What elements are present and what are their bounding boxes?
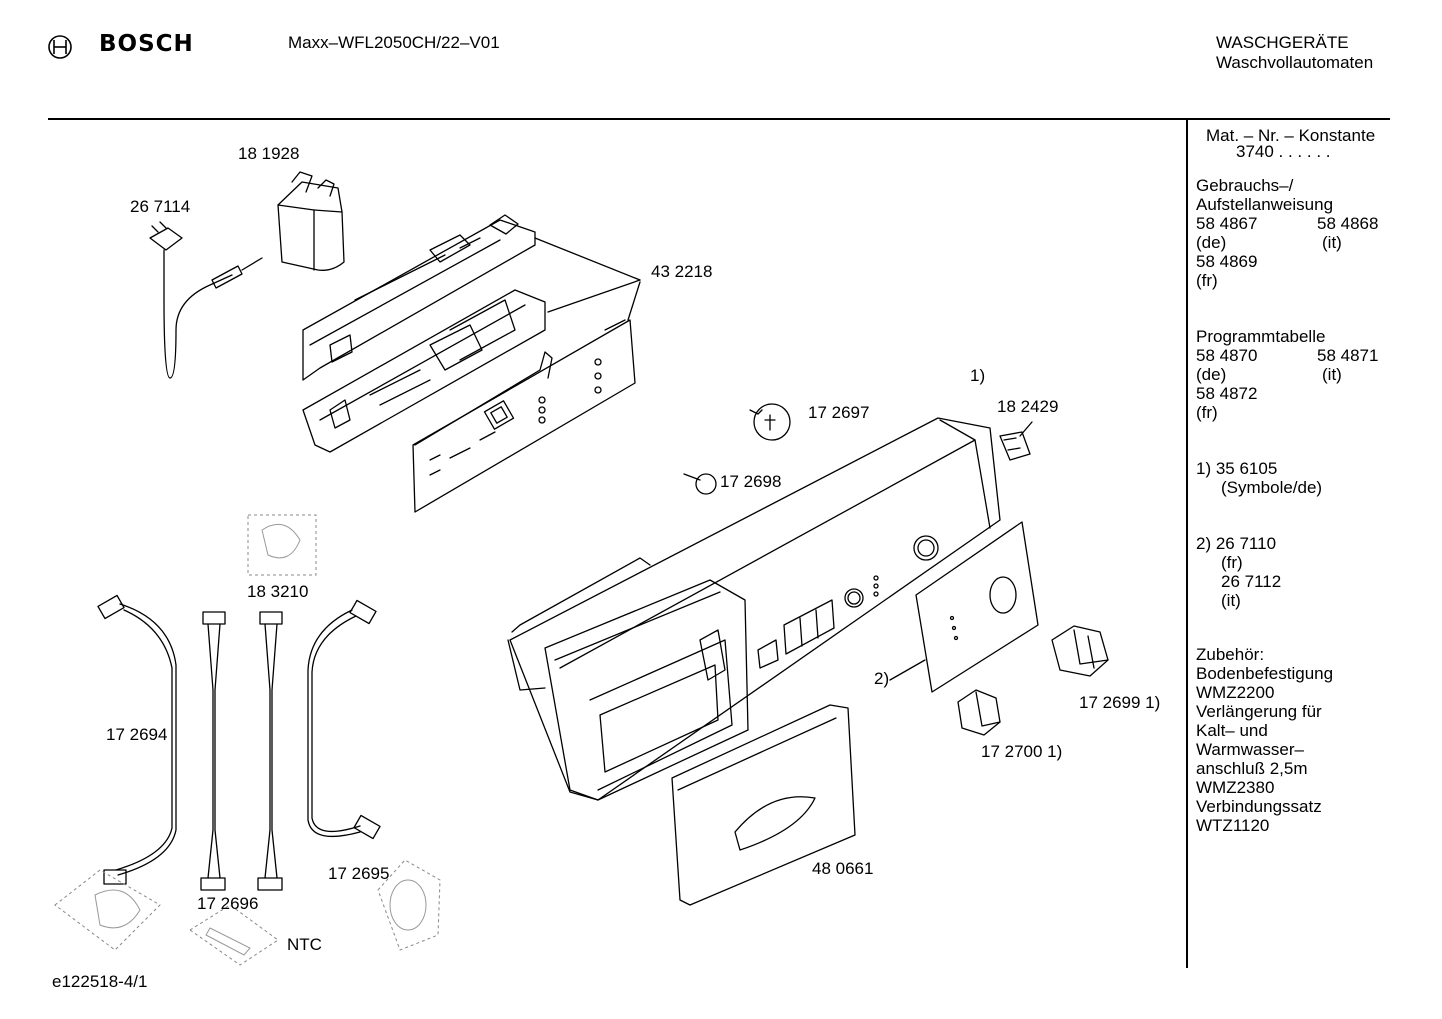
part-label-172695: 17 2695 bbox=[328, 864, 390, 883]
manual-title-1: Gebrauchs–/ bbox=[1196, 176, 1294, 195]
header-divider bbox=[48, 118, 1390, 120]
program-num-fr: 58 4872 bbox=[1196, 384, 1258, 403]
note1-text: (Symbole/de) bbox=[1221, 478, 1323, 497]
knob-17-2697-part bbox=[749, 403, 791, 441]
part-label-181928: 18 1928 bbox=[238, 144, 300, 163]
knob-17-2700-part bbox=[957, 689, 1001, 736]
drawing-id: e122518-4/1 bbox=[52, 972, 148, 991]
accessory-line: Verbindungssatz bbox=[1196, 797, 1322, 816]
manual-lang-fr: (fr) bbox=[1196, 271, 1218, 290]
knob-17-2698-part bbox=[683, 473, 717, 495]
part-label-182429: 18 2429 bbox=[997, 397, 1059, 416]
part-label-172697: 17 2697 bbox=[808, 403, 870, 422]
sidebar-divider bbox=[1186, 120, 1188, 968]
note1-number: 1) 35 6105 bbox=[1196, 459, 1278, 478]
control-housing-part bbox=[302, 289, 546, 453]
harness-17-2696-part bbox=[200, 611, 283, 891]
placeholder-box-183210 bbox=[247, 514, 317, 576]
model-number: Maxx–WFL2050CH/22–V01 bbox=[288, 33, 500, 52]
manual-num-de: 58 4867 bbox=[1196, 214, 1258, 233]
knob-17-2699-part bbox=[1051, 625, 1109, 677]
program-lang-fr: (fr) bbox=[1196, 403, 1218, 422]
manual-num-fr: 58 4869 bbox=[1196, 252, 1258, 271]
part-label-172694: 17 2694 bbox=[106, 725, 168, 744]
mat-nr-value: 3740 . . . . . . bbox=[1236, 142, 1331, 161]
manual-title-2: Aufstellanweisung bbox=[1196, 195, 1334, 214]
mains-cable-part bbox=[149, 221, 263, 379]
manual-lang-it: (it) bbox=[1322, 233, 1342, 252]
accessory-line: WMZ2200 bbox=[1196, 683, 1275, 702]
part-label-172699: 17 2699 1) bbox=[1079, 693, 1161, 712]
part-label-172700: 17 2700 1) bbox=[981, 742, 1063, 761]
ref-label-1: 1) bbox=[970, 366, 986, 385]
accessory-line: anschluß 2,5m bbox=[1196, 759, 1308, 778]
ref-label-2: 2) bbox=[874, 669, 890, 688]
part-label-ntc: NTC bbox=[287, 935, 322, 954]
note2-number-it: 26 7112 bbox=[1221, 572, 1282, 591]
manual-num-it: 58 4868 bbox=[1317, 214, 1379, 233]
part-label-480661: 48 0661 bbox=[812, 859, 874, 878]
category-title: WASCHGERÄTE bbox=[1216, 33, 1349, 52]
accessory-line: Bodenbefestigung bbox=[1196, 664, 1334, 683]
program-lang-it: (it) bbox=[1322, 365, 1342, 384]
accessory-line: WTZ1120 bbox=[1196, 816, 1270, 835]
part-label-432218: 43 2218 bbox=[651, 262, 713, 281]
drawer-housing-part bbox=[544, 579, 749, 801]
program-num-it: 58 4871 bbox=[1317, 346, 1379, 365]
part-label-183210: 18 3210 bbox=[247, 582, 309, 601]
clip-part bbox=[999, 421, 1033, 461]
brand-name: BOSCH bbox=[99, 31, 194, 57]
drawer-front-part bbox=[671, 704, 856, 906]
note2-lang-fr: (fr) bbox=[1221, 553, 1243, 572]
part-label-267114: 26 7114 bbox=[130, 197, 191, 216]
part-label-172696: 17 2696 bbox=[197, 894, 259, 913]
electronic-board-part bbox=[412, 319, 636, 513]
program-lang-de: (de) bbox=[1196, 365, 1227, 384]
accessory-line: Kalt– und bbox=[1196, 721, 1268, 740]
accessory-line: WMZ2380 bbox=[1196, 778, 1275, 797]
accessory-line: Warmwasser– bbox=[1196, 740, 1304, 759]
subcategory-title: Waschvollautomaten bbox=[1216, 53, 1374, 72]
manual-lang-de: (de) bbox=[1196, 233, 1227, 252]
symbol-plate-part bbox=[889, 521, 1039, 693]
part-label-172698: 17 2698 bbox=[720, 472, 782, 491]
mat-nr-title: Mat. – Nr. – Konstante bbox=[1206, 126, 1376, 145]
note2-lang-it: (it) bbox=[1221, 591, 1241, 610]
suppressor-part bbox=[277, 171, 345, 271]
control-frame-part bbox=[302, 214, 536, 381]
accessory-line: Zubehör: bbox=[1196, 645, 1265, 664]
program-title: Programmtabelle bbox=[1196, 327, 1326, 346]
program-num-de: 58 4870 bbox=[1196, 346, 1258, 365]
harness-17-2695-part bbox=[307, 599, 381, 840]
accessory-line: Verlängerung für bbox=[1196, 702, 1322, 721]
note2-number: 2) 26 7110 bbox=[1196, 534, 1277, 553]
harness-17-2694-part bbox=[97, 594, 177, 885]
